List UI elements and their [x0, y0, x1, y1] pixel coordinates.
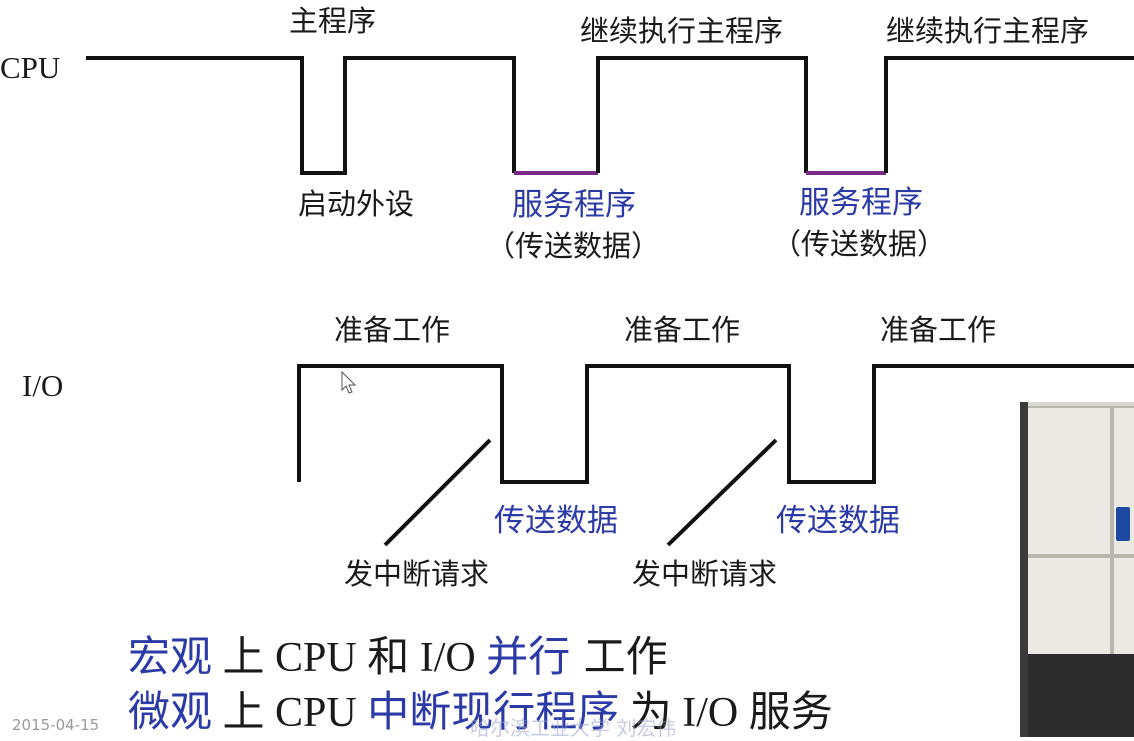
prepare-work-label-3: 准备工作	[880, 313, 997, 347]
summary-macro-keyword: 宏观	[128, 632, 213, 681]
footer-date: 2015-04-15	[12, 716, 100, 734]
video-inset	[1020, 402, 1134, 737]
cpu-waveform-mid	[596, 56, 808, 173]
watermark: 哈尔滨工业大学 刘宏伟	[470, 716, 677, 740]
summary-micro-tail: 为 I/O 服务	[619, 690, 833, 736]
mouse-cursor-icon	[341, 370, 357, 394]
summary-line-macro: 宏观 上 CPU 和 I/O 并行 工作	[128, 635, 668, 681]
start-device-label: 启动外设	[298, 187, 415, 221]
continue-main-label-1: 继续执行主程序	[580, 14, 784, 48]
transfer-data-paren-label-1: （传送数据）	[486, 229, 661, 263]
service-program-label-2: 服务程序	[799, 185, 923, 221]
io-transfer-data-label-1: 传送数据	[494, 503, 618, 539]
video-wall-tile	[1112, 556, 1134, 656]
io-waveform	[297, 364, 1134, 484]
summary-macro-tail: 工作	[570, 632, 668, 681]
cpu-waveform-end	[884, 56, 1134, 173]
video-wall-tile	[1026, 406, 1112, 556]
io-row-label: I/O	[22, 368, 64, 403]
prepare-work-label-2: 准备工作	[624, 313, 741, 347]
interrupt-request-label-2: 发中断请求	[632, 557, 778, 591]
summary-micro-text: 上 CPU	[212, 690, 368, 736]
cpu-row-label: CPU	[0, 50, 61, 85]
main-program-label: 主程序	[289, 4, 377, 38]
interrupt-pointer-1	[383, 438, 492, 547]
video-wall-tile	[1026, 556, 1112, 656]
prepare-work-label-1: 准备工作	[334, 313, 451, 347]
summary-macro-text: 上 CPU 和 I/O	[212, 635, 487, 681]
io-transfer-data-label-2: 传送数据	[776, 503, 900, 539]
video-dark-bar	[1020, 654, 1134, 737]
cpu-waveform	[86, 56, 516, 175]
summary-micro-keyword: 微观	[128, 687, 213, 736]
transfer-data-paren-label-2: （传送数据）	[772, 227, 947, 261]
summary-line-micro: 微观 上 CPU 中断现行程序 为 I/O 服务	[128, 690, 833, 736]
interrupt-request-label-1: 发中断请求	[344, 557, 490, 591]
video-left-edge	[1020, 402, 1028, 737]
interrupt-pointer-2	[666, 438, 778, 547]
service-program-label-1: 服务程序	[512, 187, 636, 223]
summary-interrupt-keyword: 中断现行程序	[367, 687, 620, 736]
continue-main-label-2: 继续执行主程序	[886, 14, 1090, 48]
video-sign-fragment	[1116, 507, 1130, 541]
summary-parallel-keyword: 并行	[486, 632, 571, 681]
